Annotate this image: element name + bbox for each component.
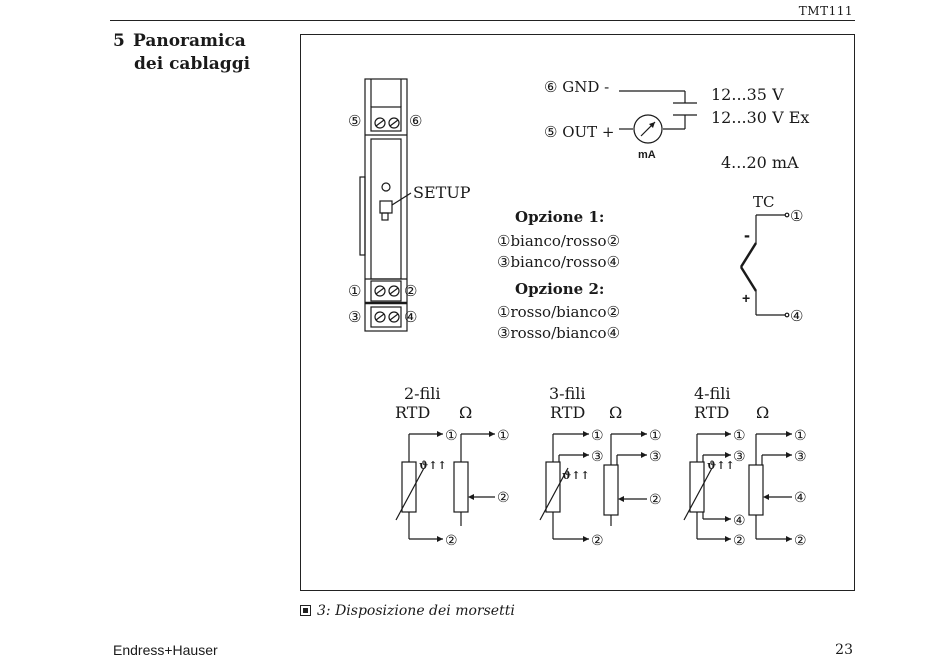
rtd-4-wire-ohm-label: Ω [756, 403, 769, 422]
section-title-line1: Panoramica [133, 31, 246, 51]
rtd-3-wire-rtd-label: RTD [550, 403, 585, 422]
option-1-title: Opzione 1: [515, 208, 604, 226]
pot-4-wire-terminal-3: ③ [794, 449, 807, 465]
pot-2-wire-terminal-1: ① [497, 428, 510, 444]
wiring-diagram: ⑤ ⑥ SETUP ① ② ③ ④ ⑥ GND - ⑤ OUT + mA 12.… [348, 78, 809, 549]
device-terminal-6: ⑥ [409, 112, 422, 130]
voltage-range-standard: 12...35 V [711, 85, 784, 104]
section-title-line2: dei cablaggi [134, 54, 251, 74]
thermocouple-symbol [739, 212, 790, 318]
rtd-2-wire-terminal-2: ② [445, 533, 458, 549]
rtd-3-wire-terminal-3: ③ [591, 449, 604, 465]
pot-3-wire-terminal-3: ③ [649, 449, 662, 465]
document-code: TMT111 [798, 4, 853, 18]
figure-caption-text: 3: Disposizione dei morsetti [317, 603, 515, 619]
setup-label: SETUP [413, 183, 471, 202]
page-number: 23 [835, 642, 853, 658]
option-1-line-1: ①bianco/rosso② [497, 232, 620, 250]
transmitter-device [359, 78, 412, 332]
rtd-2-wire-ohm-label: Ω [459, 403, 472, 422]
rtd-4-wire-rtd-label: RTD [694, 403, 729, 422]
rtd-4-wire [683, 431, 792, 542]
tc-plus-sign: + [742, 290, 750, 306]
rtd-4-wire-title: 4-fili [694, 384, 731, 403]
rtd-4-wire-terminal-3: ③ [733, 449, 746, 465]
section-number: 5 [113, 31, 125, 51]
power-loop [619, 90, 697, 144]
figure-caption: 3: Disposizione dei morsetti [300, 603, 515, 619]
rtd-4-wire-theta-symbol: ϑ↑↑ [707, 459, 735, 472]
rtd-3-wire-title: 3-fili [549, 384, 586, 403]
device-terminal-5: ⑤ [348, 112, 361, 130]
tc-terminal-1: ① [790, 207, 803, 225]
rtd-2-wire-terminal-1: ① [445, 428, 458, 444]
rtd-3-wire [539, 431, 647, 542]
tc-minus-sign: - [744, 225, 750, 245]
rtd-3-wire-terminal-1: ① [591, 428, 604, 444]
rtd-2-wire [395, 431, 495, 542]
pot-4-wire-terminal-4: ④ [794, 490, 807, 506]
rtd-3-wire-theta-symbol: ϑ↑↑ [562, 469, 590, 482]
rtd-3-wire-terminal-2: ② [591, 533, 604, 549]
rtd-2-wire-title: 2-fili [404, 384, 441, 403]
pot-4-wire-terminal-2: ② [794, 533, 807, 549]
pot-3-wire-terminal-1: ① [649, 428, 662, 444]
tc-label: TC [753, 193, 774, 211]
current-range: 4...20 mA [721, 153, 799, 172]
device-terminal-2: ② [404, 282, 417, 300]
pot-4-wire-terminal-1: ① [794, 428, 807, 444]
device-terminal-1: ① [348, 282, 361, 300]
rtd-3-wire-ohm-label: Ω [609, 403, 622, 422]
figure-icon [300, 605, 311, 616]
tc-terminal-4: ④ [790, 307, 803, 325]
option-2-title: Opzione 2: [515, 280, 604, 298]
rtd-2-wire-theta-symbol: ϑ↑↑ [419, 459, 447, 472]
gnd-label: ⑥ GND - [544, 78, 609, 96]
rtd-2-wire-rtd-label: RTD [395, 403, 430, 422]
out-label: ⑤ OUT + [544, 123, 615, 141]
device-terminal-4: ④ [404, 308, 417, 326]
milliamp-meter-label: mA [638, 149, 656, 161]
option-2-line-1: ①rosso/bianco② [497, 303, 620, 321]
footer-brand: Endress+Hauser [113, 642, 218, 658]
pot-2-wire-terminal-2: ② [497, 490, 510, 506]
header-rule [110, 20, 855, 21]
voltage-range-ex: 12...30 V Ex [711, 108, 809, 127]
rtd-4-wire-terminal-2: ② [733, 533, 746, 549]
rtd-4-wire-terminal-4: ④ [733, 513, 746, 529]
rtd-4-wire-terminal-1: ① [733, 428, 746, 444]
option-1-line-2: ③bianco/rosso④ [497, 253, 620, 271]
wiring-figure: ⑤ ⑥ SETUP ① ② ③ ④ ⑥ GND - ⑤ OUT + mA 12.… [300, 34, 855, 591]
option-2-line-2: ③rosso/bianco④ [497, 324, 620, 342]
section-title: 5 Panoramica dei cablaggi [113, 30, 250, 76]
pot-3-wire-terminal-2: ② [649, 492, 662, 508]
device-terminal-3: ③ [348, 308, 361, 326]
